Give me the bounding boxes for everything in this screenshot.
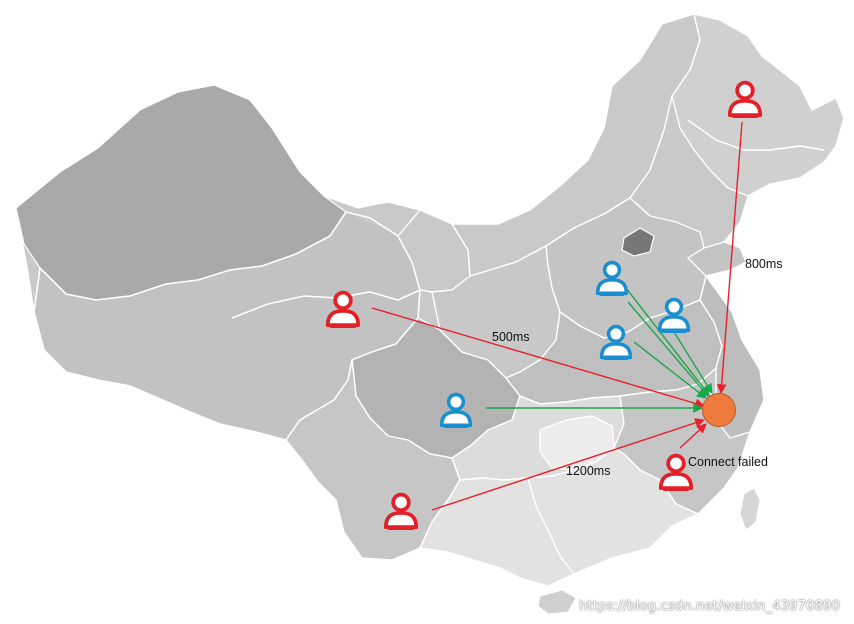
link-southwest-user [431,418,705,511]
connect-failed-label: Connect failed [688,455,768,469]
link-shandong-user [673,331,713,394]
map-region-guangdong [418,447,700,587]
map-region-hainan [537,589,577,615]
latency-label-west: 500ms [492,330,530,344]
server-node-circle [702,393,736,427]
link-northeast-user [716,121,743,394]
map-region-taiwan [739,487,761,531]
latency-label-southwest: 1200ms [566,464,610,478]
connections [371,121,743,511]
link-south-user [679,423,707,449]
map-region-beijing [621,227,655,257]
link-west-user [371,307,705,409]
latency-label-north: 800ms [745,257,783,271]
link-central-user [633,341,707,399]
map-border-jilin [687,119,825,151]
link-north-user-1 [625,287,710,396]
map-border-guangxi [527,477,575,575]
map-base [15,13,845,615]
link-north-user-2 [627,301,709,397]
watermark-text: https://blog.csdn.net/weixin_43970890 [579,599,840,614]
